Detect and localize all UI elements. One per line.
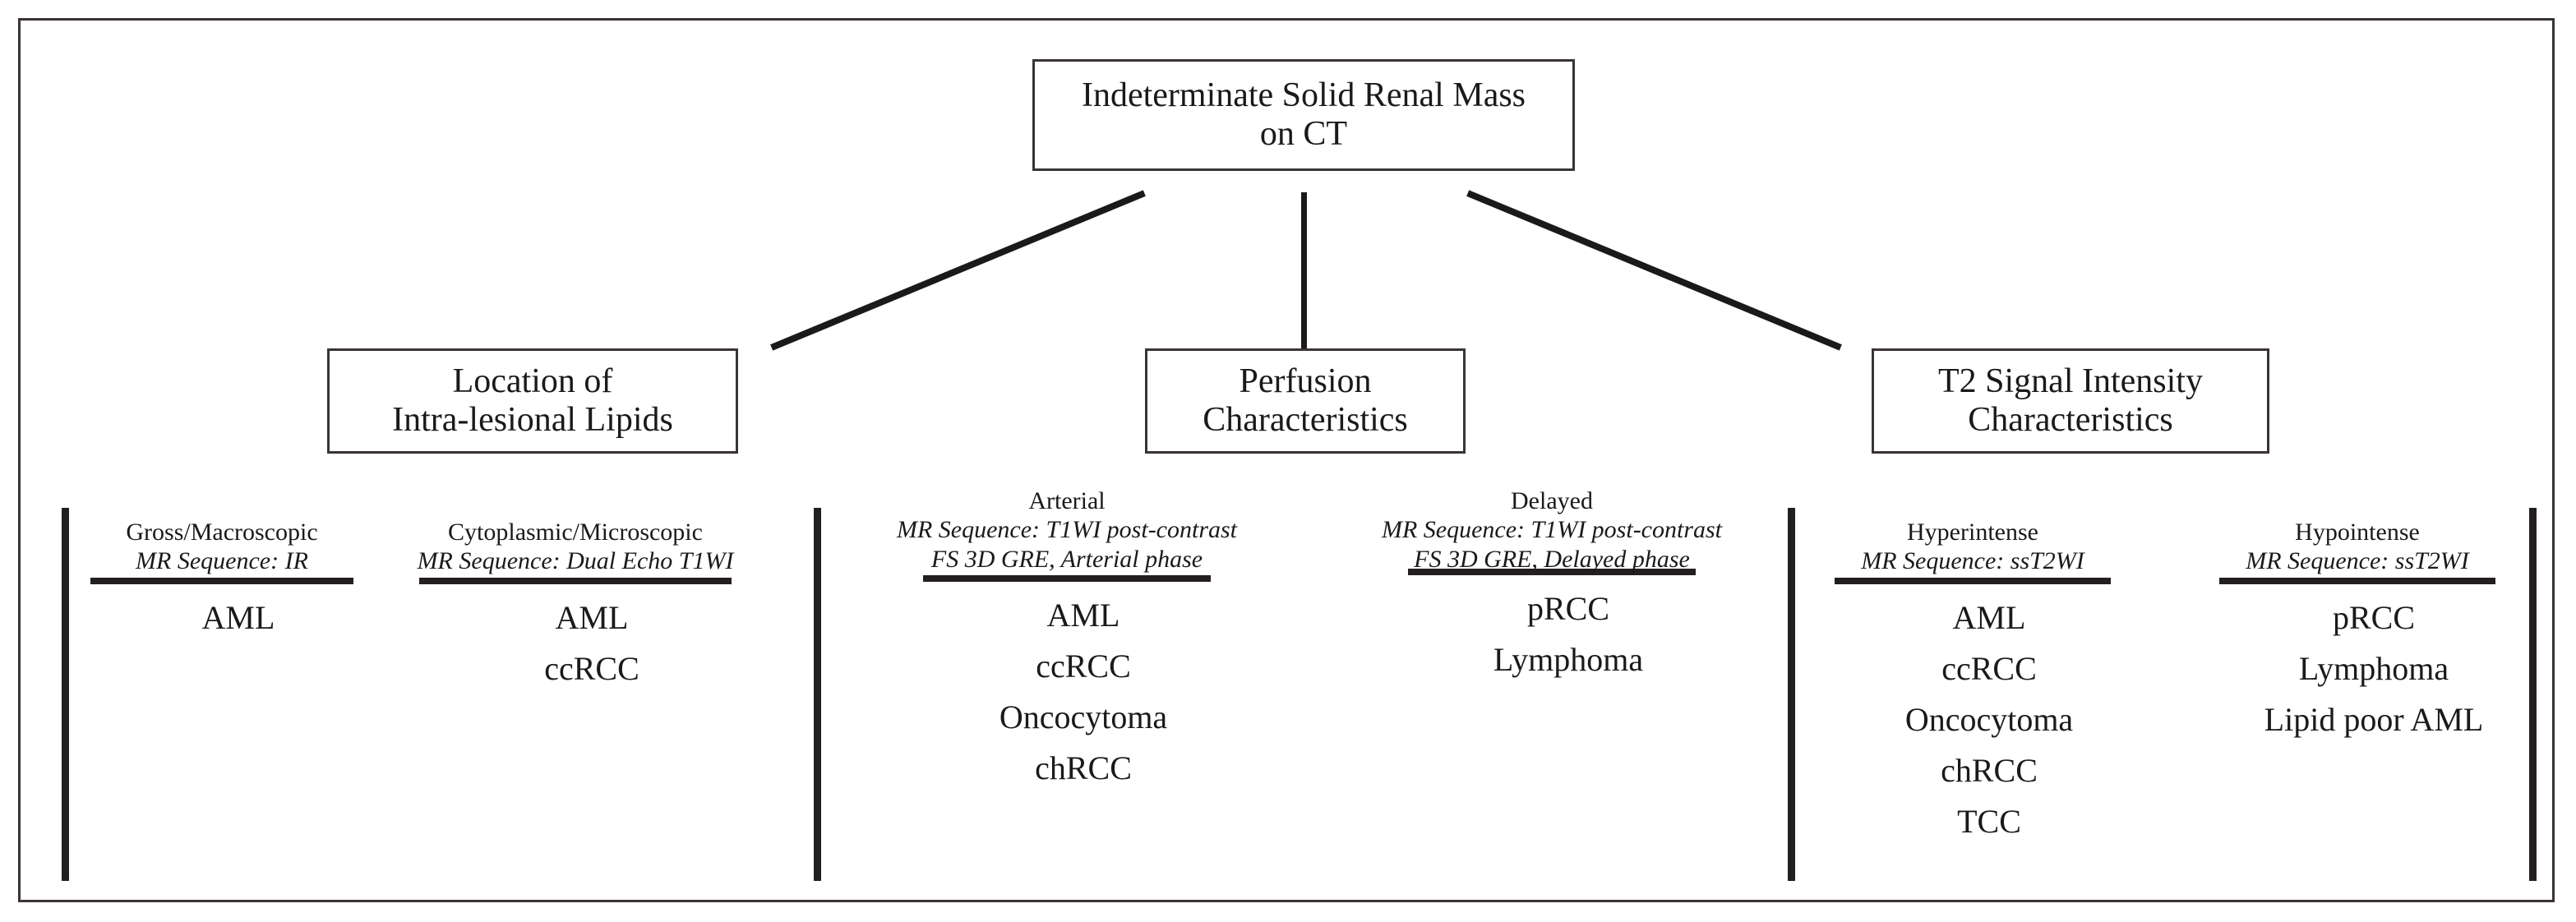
leaf-title-0: Gross/Macroscopic <box>126 519 318 546</box>
leaf-sequence-2-line-1: MR Sequence: T1WI post-contrast <box>896 516 1238 544</box>
leaf-column-arterial: Arterial MR Sequence: T1WI post-contrast… <box>830 486 1304 827</box>
leaf-sequence-4-line-1: MR Sequence: ssT2WI <box>1861 547 2084 575</box>
leaf-column-hyperintense: Hyperintense MR Sequence: ssT2WI AML ccR… <box>1802 518 2144 880</box>
list-item: Oncocytoma <box>999 698 1168 736</box>
leaf-column-hypointense: Hypointense MR Sequence: ssT2WI pRCC Lym… <box>2186 518 2528 778</box>
root-node-line-2: on CT <box>1259 115 1348 153</box>
leaf-sequence-2-line-2: FS 3D GRE, Arterial phase <box>930 545 1203 573</box>
leaf-items-cytoplasmic-microscopic: AML ccRCC <box>378 592 773 694</box>
leaf-header-hypointense: Hypointense MR Sequence: ssT2WI <box>2186 518 2528 576</box>
leaf-items-hyperintense: AML ccRCC Oncocytoma chRCC TCC <box>1802 592 2144 847</box>
list-item: TCC <box>1957 802 2021 840</box>
list-item: AML <box>201 598 275 636</box>
category-node-t2-signal-intensity-characteristics: T2 Signal Intensity Characteristics <box>1872 348 2269 454</box>
category-0-line-1: Location of <box>452 362 613 400</box>
leaf-rule-3 <box>1408 569 1696 576</box>
list-item: Oncocytoma <box>1904 700 2074 738</box>
category-2-line-1: T2 Signal Intensity <box>1938 362 2203 400</box>
leaf-header-arterial: Arterial MR Sequence: T1WI post-contrast… <box>830 486 1304 574</box>
leaf-title-1: Cytoplasmic/Microscopic <box>448 519 703 546</box>
list-item: ccRCC <box>1941 649 2037 687</box>
root-node-line-1: Indeterminate Solid Renal Mass <box>1081 76 1526 114</box>
leaf-column-delayed: Delayed MR Sequence: T1WI post-contrast … <box>1315 486 1789 718</box>
leaf-items-hypointense: pRCC Lymphoma Lipid poor AML <box>2186 592 2528 745</box>
leaf-rule-0 <box>90 577 353 584</box>
list-item: AML <box>1046 597 1120 634</box>
connector-root-to-perfusion <box>1301 192 1307 348</box>
section-divider-bar-lipids-perfusion <box>814 508 821 881</box>
leaf-rule-4 <box>1835 577 2111 584</box>
leaf-header-hyperintense: Hyperintense MR Sequence: ssT2WI <box>1802 518 2144 576</box>
leaf-items-delayed: pRCC Lymphoma <box>1315 583 1789 685</box>
list-item: chRCC <box>1035 749 1132 787</box>
leaf-column-gross-macroscopic: Gross/Macroscopic MR Sequence: IR AML <box>74 518 370 676</box>
list-item: pRCC <box>2332 598 2416 636</box>
category-1-line-2: Characteristics <box>1203 401 1408 439</box>
section-divider-bar-perfusion-t2 <box>1788 508 1795 881</box>
leaf-items-gross-macroscopic: AML <box>74 592 370 643</box>
leaf-header-cytoplasmic-microscopic: Cytoplasmic/Microscopic MR Sequence: Dua… <box>378 518 773 576</box>
leaf-title-5: Hypointense <box>2295 519 2420 546</box>
outer-frame <box>18 18 2555 902</box>
list-item: pRCC <box>1526 590 1610 628</box>
section-divider-bar-right <box>2529 508 2537 881</box>
list-item: AML <box>1952 598 2026 636</box>
leaf-sequence-3-line-1: MR Sequence: T1WI post-contrast <box>1381 516 1723 544</box>
leaf-title-3: Delayed <box>1511 487 1593 514</box>
leaf-sequence-5-line-1: MR Sequence: ssT2WI <box>2246 547 2469 575</box>
list-item: ccRCC <box>544 649 639 687</box>
leaf-header-gross-macroscopic: Gross/Macroscopic MR Sequence: IR <box>74 518 370 576</box>
list-item: AML <box>555 598 629 636</box>
list-item: ccRCC <box>1036 648 1131 685</box>
category-1-line-1: Perfusion <box>1239 362 1372 400</box>
category-0-line-2: Intra-lesional Lipids <box>392 401 673 439</box>
root-node-indeterminate-solid-renal-mass: Indeterminate Solid Renal Mass on CT <box>1032 59 1575 171</box>
leaf-header-delayed: Delayed MR Sequence: T1WI post-contrast … <box>1315 486 1789 574</box>
leaf-title-4: Hyperintense <box>1907 519 2038 546</box>
leaf-rule-5 <box>2219 577 2495 584</box>
list-item: Lymphoma <box>2298 649 2449 687</box>
category-node-location-of-intra-lesional-lipids: Location of Intra-lesional Lipids <box>327 348 738 454</box>
category-2-line-2: Characteristics <box>1968 401 2173 439</box>
leaf-rule-2 <box>923 575 1211 583</box>
leaf-title-2: Arterial <box>1028 487 1106 514</box>
list-item: Lymphoma <box>1493 641 1644 679</box>
leaf-column-cytoplasmic-microscopic: Cytoplasmic/Microscopic MR Sequence: Dua… <box>378 518 773 727</box>
section-divider-bar-left <box>62 508 69 881</box>
leaf-sequence-0-line-1: MR Sequence: IR <box>136 547 308 575</box>
category-node-perfusion-characteristics: Perfusion Characteristics <box>1145 348 1466 454</box>
leaf-sequence-1-line-1: MR Sequence: Dual Echo T1WI <box>417 547 734 575</box>
leaf-items-arterial: AML ccRCC Oncocytoma chRCC <box>830 590 1304 794</box>
list-item: chRCC <box>1941 751 2038 789</box>
leaf-sequence-3-line-2: FS 3D GRE, Delayed phase <box>1414 545 1690 573</box>
leaf-rule-1 <box>419 577 732 584</box>
list-item: Lipid poor AML <box>2264 700 2484 738</box>
